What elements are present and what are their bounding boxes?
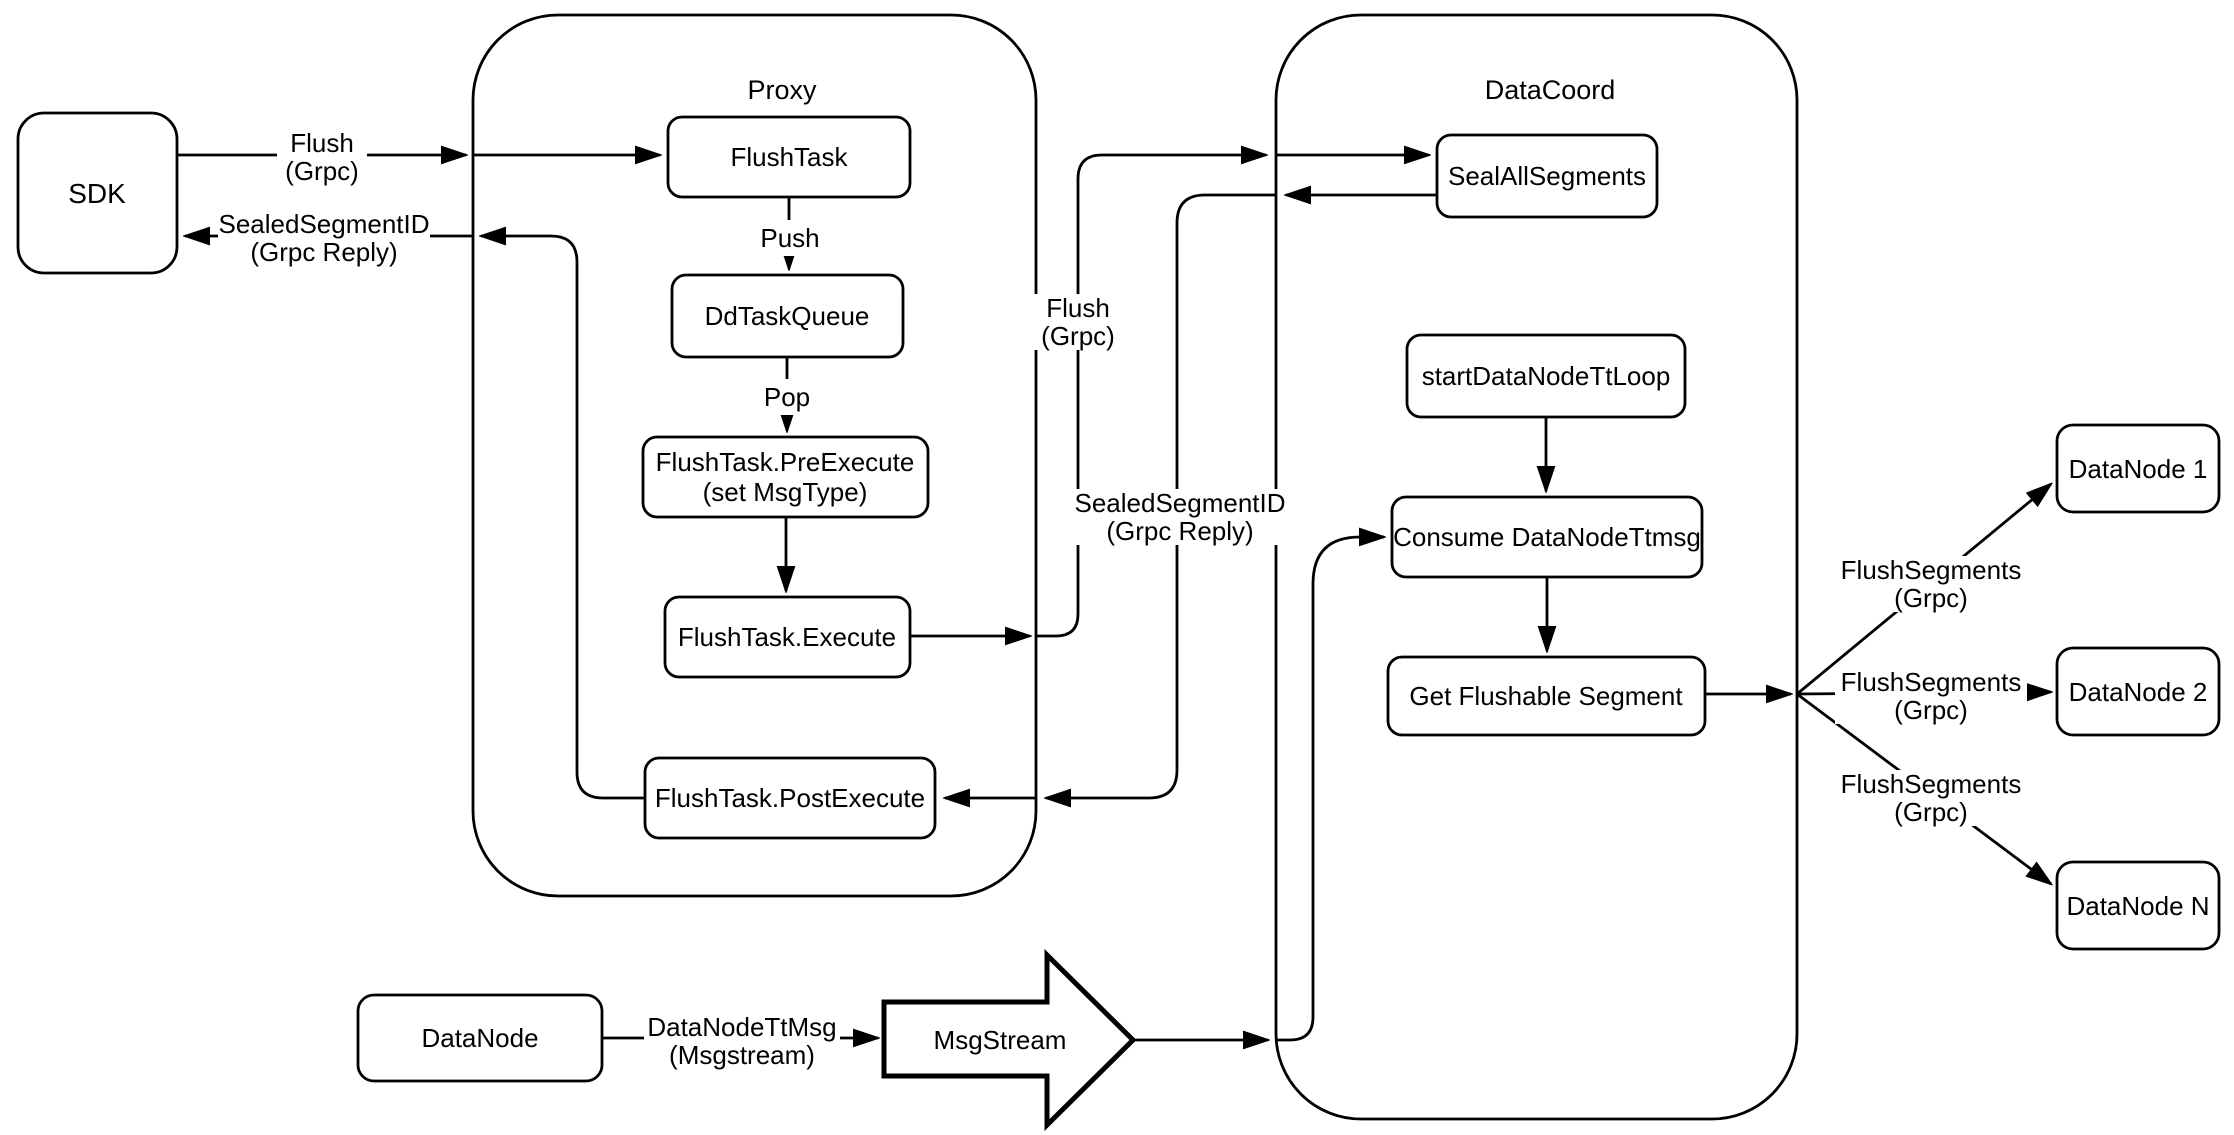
node-label: FlushTask.PostExecute [655,783,925,813]
edge-label-bg [1835,770,2027,826]
node-box [641,435,930,519]
node-consume-datanodettmsg: Consume DataNodeTtmsg [1390,495,1704,579]
edge-label-line1: DataNodeTtMsg [647,1012,836,1042]
node-startdatanodettloop: startDataNodeTtLoop [1405,333,1687,419]
node-label: startDataNodeTtLoop [1422,361,1671,391]
datacoord-container-title: DataCoord [1485,75,1616,105]
node-datanode-n: DataNode N [2055,860,2221,951]
edge-label-line2: (Grpc) [1894,695,1968,725]
node-label-line1: FlushTask.PreExecute [656,447,915,477]
node-sealallsegments: SealAllSegments [1435,133,1659,219]
node-label: DataNode [421,1023,538,1053]
node-label: SealAllSegments [1448,161,1646,191]
edge-label-line1: SealedSegmentID [1074,488,1285,518]
edge-label-sealedsegmentid-sdk: SealedSegmentID (Grpc Reply) [218,209,430,267]
edge-label-flushsegments-1: FlushSegments (Grpc) [1835,555,2027,613]
edge-label-flushsegments-n: FlushSegments (Grpc) [1835,769,2027,827]
edge-label-flush-grpc-mid: Flush (Grpc) [1033,293,1123,351]
node-flushtask: FlushTask [666,115,912,199]
node-label: MsgStream [934,1025,1067,1055]
node-box [1386,655,1707,737]
node-flushtask-execute: FlushTask.Execute [663,595,912,679]
node-datanode-2: DataNode 2 [2055,646,2221,737]
edge-label-line1: FlushSegments [1841,769,2022,799]
edge-label-line2: (Grpc Reply) [250,237,397,267]
edge-label-line2: (Grpc) [285,156,359,186]
node-label: SDK [68,178,126,209]
edge-flush-grpc-up-to-datacoord-border [1036,155,1266,638]
edge-label-sealedsegmentid-mid: SealedSegmentID (Grpc Reply) [1074,488,1286,546]
node-box [663,595,912,679]
edge-label-bg [1835,668,2027,724]
msgstream-fat-arrow-shape [881,949,1137,1131]
node-box [670,273,905,359]
node-sdk: SDK [16,111,179,275]
edge-label-line1: FlushSegments [1841,555,2022,585]
proxy-container-title: Proxy [747,75,817,105]
node-label: FlushTask.Execute [678,622,896,652]
node-datanode-bottom: DataNode [356,993,604,1083]
node-label: Get Flushable Segment [1409,681,1683,711]
node-msgstream: MsgStream [881,949,1137,1131]
edge-label-line2: (Msgstream) [669,1040,815,1070]
edge-label-bg [1835,556,2027,612]
node-box [643,756,937,840]
node-flushtask-preexecute: FlushTask.PreExecute (set MsgType) [641,435,930,519]
edge-label: Push [760,223,819,253]
node-label: FlushTask [730,142,848,172]
node-box [1435,133,1659,219]
node-label: DataNode 1 [2069,454,2208,484]
node-datanode-1: DataNode 1 [2055,423,2221,514]
edge-label-pop: Pop [757,379,819,415]
node-label: Consume DataNodeTtmsg [1393,522,1701,552]
edge-label-flush-grpc-sdk: Flush (Grpc) [277,128,367,186]
node-box [1405,333,1687,419]
node-box [2055,860,2221,951]
node-box [666,115,912,199]
node-label: DataNode 2 [2069,677,2208,707]
edge-label-push: Push [756,220,824,256]
edge-label-line1: Flush [1046,293,1110,323]
node-box [356,993,604,1083]
edge-label-line2: (Grpc Reply) [1106,516,1253,546]
edge-label-line1: Flush [290,128,354,158]
node-ddtaskqueue: DdTaskQueue [670,273,905,359]
edge-label-datanodettmsg: DataNodeTtMsg (Msgstream) [644,1012,840,1070]
edge-label-bg [1033,294,1123,350]
node-box [2055,423,2221,514]
node-box [2055,646,2221,737]
edge-label-bg [757,379,819,415]
edge-label-line1: FlushSegments [1841,667,2022,697]
node-label: DataNode N [2066,891,2209,921]
node-box [16,111,179,275]
node-label-line2: (set MsgType) [703,477,868,507]
edge-label-flushsegments-2: FlushSegments (Grpc) [1835,667,2027,725]
edge-label-line2: (Grpc) [1894,583,1968,613]
edge-label-line2: (Grpc) [1041,321,1115,351]
edge-postexecute-to-proxy-border [481,236,645,800]
edge-label-bg [277,129,367,185]
node-box [1390,495,1704,579]
edge-label: Pop [764,382,810,412]
edge-label-line1: SealedSegmentID [218,209,429,239]
edge-label-bg [1074,489,1286,545]
edge-label-bg [218,210,430,266]
node-flushtask-postexecute: FlushTask.PostExecute [643,756,937,840]
node-get-flushable-segment: Get Flushable Segment [1386,655,1707,737]
edge-label-line2: (Grpc) [1894,797,1968,827]
edge-label-bg [644,1013,840,1069]
node-label: DdTaskQueue [705,301,870,331]
edge-label-bg [756,220,824,256]
edge-border-to-consume [1276,537,1384,1042]
